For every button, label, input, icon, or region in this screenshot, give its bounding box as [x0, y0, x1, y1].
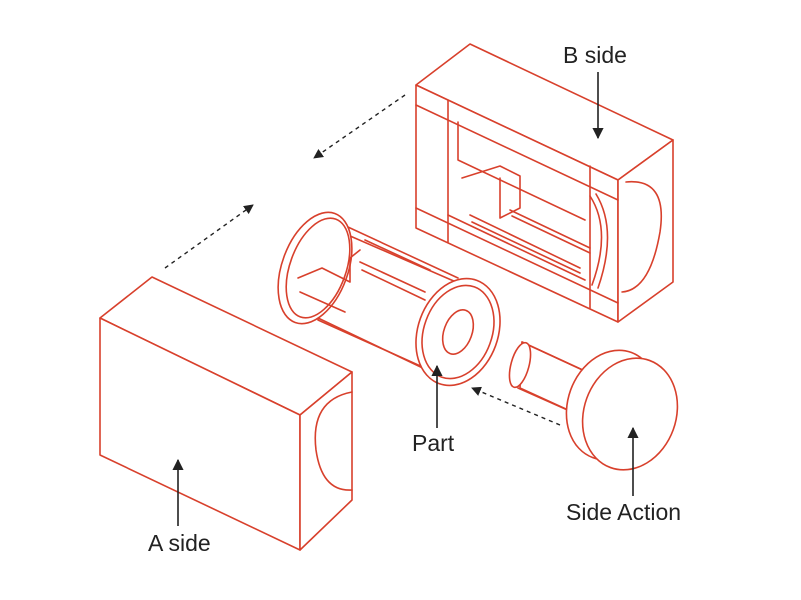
side-action	[508, 341, 679, 471]
a-side-block	[99, 276, 353, 551]
b-side-block	[415, 43, 674, 323]
part	[277, 211, 501, 387]
side-action-label: Side Action	[566, 499, 682, 525]
b-side-motion-arrow	[313, 94, 406, 159]
a-side-motion-arrow	[164, 204, 254, 269]
a-side-label: A side	[148, 530, 211, 556]
b-side-label: B side	[563, 42, 627, 68]
part-label: Part	[412, 430, 455, 456]
